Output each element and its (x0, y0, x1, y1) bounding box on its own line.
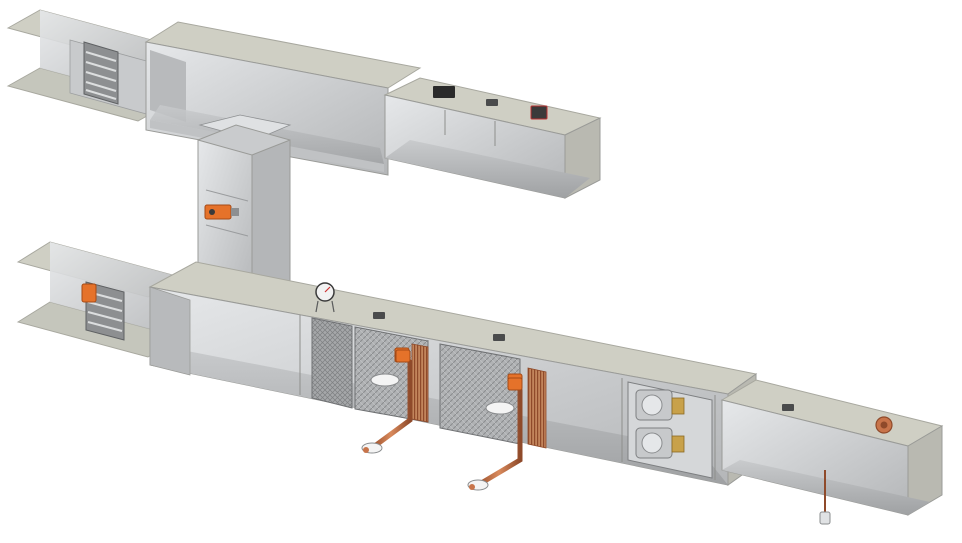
actuator-icon (395, 349, 411, 363)
heating-coil-piping (361, 349, 423, 454)
sensor-box-icon (530, 105, 548, 120)
filter-section (311, 317, 353, 409)
fan-section (627, 381, 713, 479)
sensor-box-icon (493, 334, 505, 341)
actuator-icon (507, 377, 523, 391)
drain-sensor-icon (819, 470, 831, 525)
mixing-damper-actuator (204, 204, 239, 220)
fan-icon (635, 427, 685, 459)
smoke-detector-icon (875, 416, 893, 434)
outdoor-air-damper (81, 281, 125, 341)
differential-pressure-gauge (315, 282, 335, 313)
fan-icon (635, 389, 685, 421)
sensor-box-icon (782, 404, 794, 411)
sensor-box-icon (486, 99, 498, 106)
valve-actuators (361, 349, 533, 491)
valve-body-icon (467, 401, 515, 491)
supply-air-duct-upper (383, 77, 602, 199)
sensor-box-icon (373, 312, 385, 319)
temperature-sensors (373, 312, 505, 341)
cooling-coil-piping (467, 377, 533, 491)
exhaust-damper (83, 41, 119, 105)
valve-body-icon (361, 373, 400, 454)
supply-air-duct-lower (720, 379, 944, 525)
sensor-box-icon (433, 86, 455, 98)
